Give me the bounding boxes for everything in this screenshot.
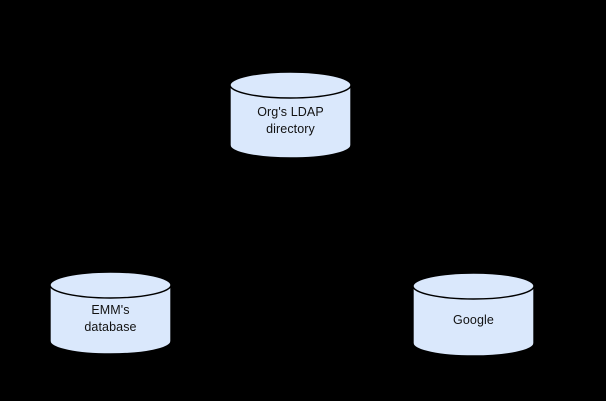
- cylinder-shape-icon: [229, 71, 352, 159]
- node-ldap-directory[interactable]: Org's LDAP directory: [229, 71, 352, 159]
- node-google[interactable]: Google: [412, 272, 535, 357]
- cylinder-shape-icon: [49, 271, 172, 355]
- node-emm-database[interactable]: EMM's database: [49, 271, 172, 355]
- cylinder-shape-icon: [412, 272, 535, 357]
